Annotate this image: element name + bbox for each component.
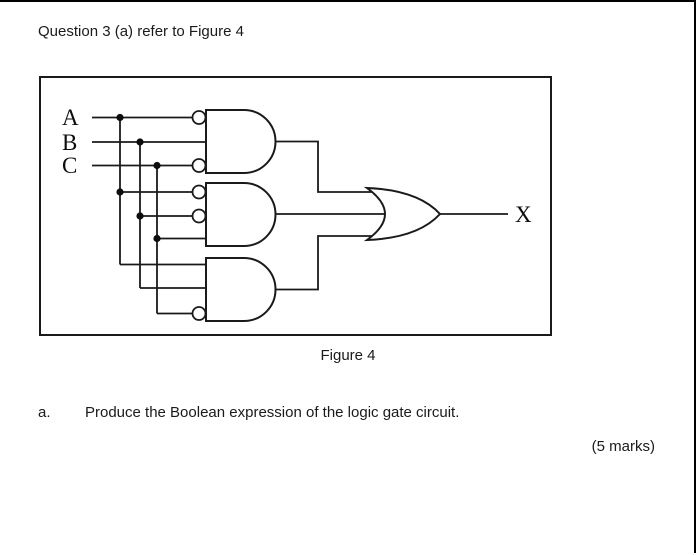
figure-caption: Figure 4 [320, 347, 376, 364]
figure-border [39, 76, 552, 336]
wire-and1-out [275, 140, 372, 193]
wires [92, 116, 508, 315]
not-bubble-and2-a [191, 184, 207, 200]
junction-dot-c2 [153, 234, 161, 243]
not-bubbles [191, 110, 207, 321]
input-label-b: B [62, 130, 77, 155]
question-item-text: Produce the Boolean expression of the lo… [85, 404, 460, 421]
and-gate-1 [205, 109, 277, 174]
input-label-c: C [62, 153, 77, 178]
question-item-label: a. [38, 404, 51, 421]
not-bubble-and3-c [191, 306, 207, 321]
and-gate-2 [205, 182, 277, 247]
junction-dot-b2 [136, 212, 144, 220]
gates [205, 109, 442, 322]
output-label-x: X [515, 202, 532, 227]
not-bubble-and1-a [191, 110, 207, 125]
question-header: Question 3 (a) refer to Figure 4 [38, 23, 244, 40]
junction-dot-a1 [116, 113, 124, 122]
wire-and3-out [275, 235, 372, 291]
or-gate [363, 186, 442, 242]
and-gate-3 [205, 257, 277, 322]
input-label-a: A [62, 105, 79, 130]
page-top-rule [0, 0, 696, 2]
not-bubble-and1-c [191, 158, 207, 173]
junction-dots [116, 113, 161, 243]
page-right-rule [694, 0, 696, 553]
junction-dot-c1 [153, 161, 161, 170]
junction-dot-b1 [136, 138, 144, 146]
not-bubble-and2-b [191, 208, 207, 224]
marks-text: (5 marks) [591, 438, 655, 455]
junction-dot-a2 [116, 188, 124, 196]
